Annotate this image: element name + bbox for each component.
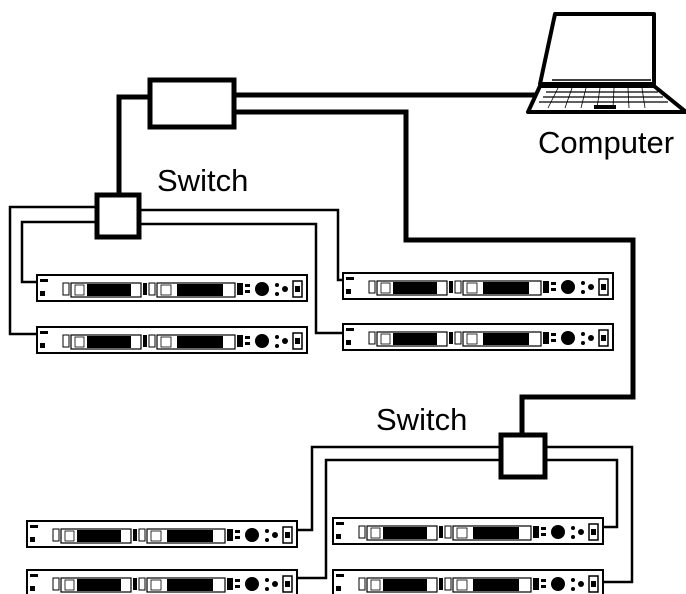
cable-hub-to-switch-bottom [234, 109, 636, 435]
receiver-unit [36, 326, 308, 354]
switch-top-icon [94, 192, 142, 240]
receiver-unit [332, 517, 604, 545]
receiver-unit [26, 569, 298, 594]
receiver-cables [8, 205, 634, 584]
switch-bottom-icon [498, 432, 548, 480]
switch-bottom-label: Switch [376, 402, 468, 437]
receiver-unit [26, 520, 298, 548]
hub-box [147, 77, 237, 130]
receiver-unit [332, 569, 604, 594]
receiver-unit [342, 272, 614, 300]
switch-top-label: Switch [157, 163, 249, 198]
computer-label: Computer [538, 125, 675, 160]
laptop-icon [526, 12, 686, 114]
receiver-unit [36, 274, 308, 302]
receiver-unit [342, 323, 614, 351]
cables [116, 92, 636, 435]
cable-hub-to-switch-top [116, 94, 150, 195]
